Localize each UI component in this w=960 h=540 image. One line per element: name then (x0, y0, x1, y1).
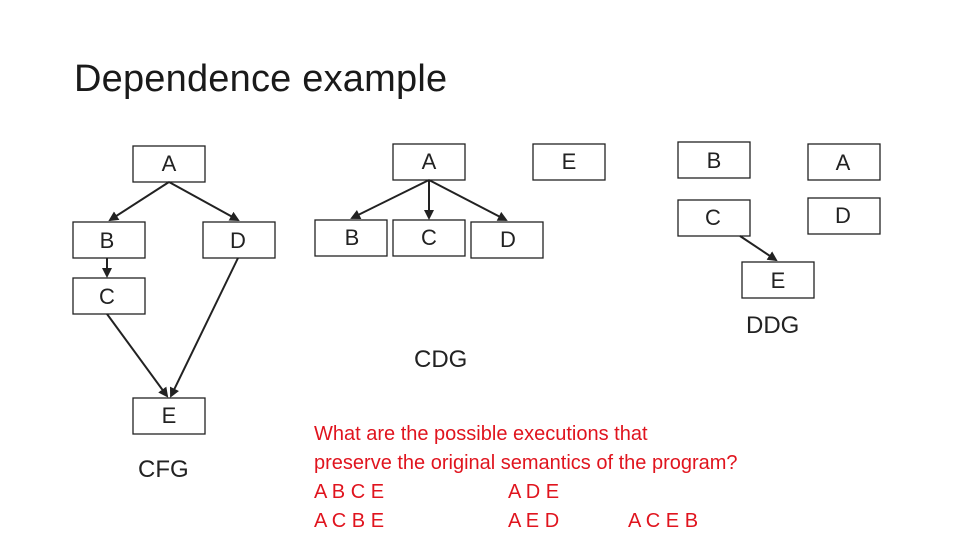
cfg-graph: A B D C E (72, 145, 276, 435)
cfg-node-b: B (100, 228, 115, 253)
slide-title: Dependence example (74, 58, 448, 100)
cfg-node-c-box (72, 277, 146, 315)
cfg-edge-a-b (108, 181, 170, 222)
cdg-node-e: E (562, 149, 577, 174)
ddg-node-c: C (705, 205, 721, 230)
question-line-2: preserve the original semantics of the p… (314, 452, 738, 474)
ddg-node-e: E (771, 268, 786, 293)
ddg-graph: B A C D E (677, 141, 881, 299)
cfg-node-d: D (230, 228, 246, 253)
cdg-node-c: C (421, 225, 437, 250)
cfg-caption: CFG (138, 456, 189, 483)
execution-3: A C B E (314, 510, 385, 532)
ddg-node-d-box (807, 197, 881, 235)
ddg-edge-c-e (739, 235, 778, 262)
cdg-graph: A E B C D (314, 143, 606, 259)
cdg-node-b: B (345, 225, 360, 250)
cdg-edge-a-d (428, 179, 508, 221)
execution-2: A D E (508, 481, 560, 503)
cdg-node-e-box (532, 143, 606, 181)
ddg-node-a: A (836, 150, 851, 175)
ddg-node-b-box (677, 141, 751, 179)
execution-4: A E D (508, 510, 560, 532)
ddg-caption: DDG (746, 312, 800, 339)
ddg-node-c-box (677, 199, 751, 237)
ddg-node-b: B (707, 148, 722, 173)
cfg-edge-a-d (168, 181, 240, 221)
cdg-node-c-box (392, 219, 466, 257)
cdg-node-a: A (422, 149, 437, 174)
cdg-edge-a-b (350, 179, 430, 219)
cfg-node-a-box (132, 145, 206, 183)
ddg-node-a-box (807, 143, 881, 181)
cfg-node-c: C (99, 284, 115, 309)
cdg-node-b-box (314, 219, 388, 257)
cfg-node-e-box (132, 397, 206, 435)
cdg-node-d: D (500, 227, 516, 252)
ddg-node-d: D (835, 203, 851, 228)
cdg-node-d-box (470, 221, 544, 259)
semantics-question: What are the possible executions that pr… (314, 420, 738, 536)
cdg-node-a-box (392, 143, 466, 181)
cfg-node-b-box (72, 221, 146, 259)
question-line-1: What are the possible executions that (314, 423, 648, 445)
cdg-caption: CDG (414, 346, 468, 373)
cfg-edge-c-e (106, 313, 169, 398)
cfg-node-e: E (162, 403, 177, 428)
cfg-node-a: A (162, 151, 177, 176)
cfg-edge-d-e (169, 257, 239, 398)
execution-1: A B C E (314, 481, 385, 503)
ddg-node-e-box (741, 261, 815, 299)
execution-5: A C E B (628, 510, 699, 532)
cfg-node-d-box (202, 221, 276, 259)
